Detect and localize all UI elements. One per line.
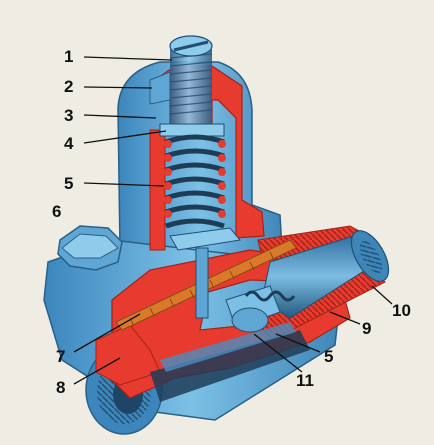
valve-spring	[244, 290, 296, 302]
spring-plate	[159, 123, 225, 137]
label-1: 1	[64, 47, 73, 66]
lock-nut	[149, 71, 171, 105]
label-8: 8	[56, 378, 65, 397]
label-5-valve-spring: 5	[324, 347, 333, 366]
adjusting-screw	[169, 35, 213, 130]
valve-stem	[195, 247, 281, 333]
hex-nut-plug	[57, 225, 123, 271]
label-6: 6	[52, 202, 61, 221]
lower-spring-plate	[169, 227, 241, 251]
label-4: 4	[64, 134, 74, 153]
label-11: 11	[296, 371, 314, 390]
inlet-bore	[150, 322, 310, 402]
label-3: 3	[64, 106, 73, 125]
label-5-spring: 5	[64, 174, 73, 193]
spring	[164, 134, 226, 229]
label-10: 10	[392, 301, 411, 320]
callout-labels: 1 2 3 4 5 6 7 8 9 10 5 11	[52, 47, 411, 397]
label-7: 7	[56, 347, 65, 366]
leader-lines	[73, 56, 393, 385]
label-2: 2	[64, 77, 73, 96]
label-9: 9	[362, 319, 371, 338]
